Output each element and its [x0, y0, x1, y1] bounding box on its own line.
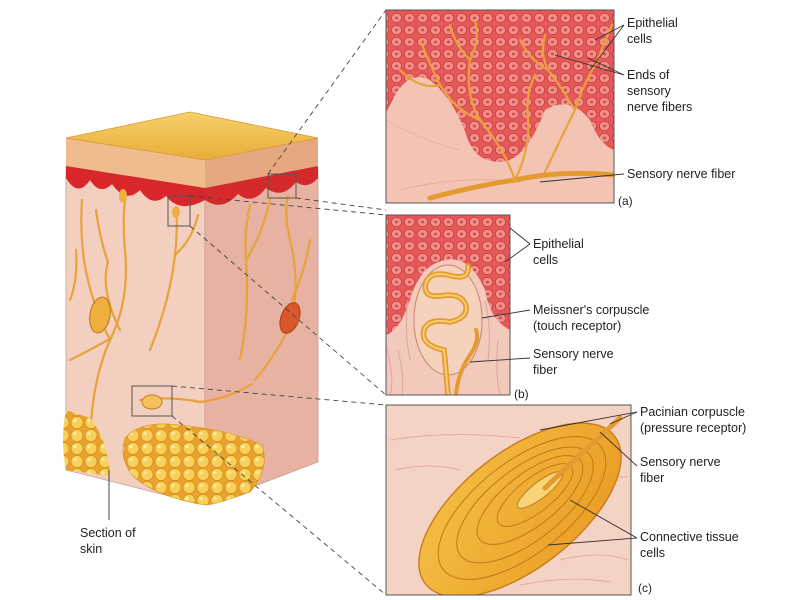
labels: Epithelial cells Ends of sensory nerve f…: [80, 16, 748, 595]
meissner-corpuscle-illustration: [386, 215, 510, 395]
label-panel-b-sensory-nerve: Sensory nerve fiber: [533, 347, 617, 377]
label-panel-a-epithelial: Epithelial cells: [627, 16, 681, 46]
zoom-box-b: [167, 195, 191, 227]
zoom-box-a: [267, 173, 297, 199]
projection-lines: [171, 9, 387, 596]
panel-b-tag: (b): [514, 387, 529, 401]
pacinian-corpuscle-illustration: [386, 405, 631, 595]
panel-a-tag: (a): [618, 194, 633, 208]
label-panel-b-epithelial: Epithelial cells: [533, 237, 587, 267]
panel-a-frame: [385, 9, 615, 204]
label-panel-c-sensory-nerve: Sensory nerve fiber: [640, 455, 724, 485]
free-nerve-endings-illustration: [386, 10, 614, 203]
label-panel-a-sensory-nerve: Sensory nerve fiber: [627, 167, 735, 181]
label-section-of-skin: Section of skin: [80, 526, 139, 556]
leader-lines: [108, 24, 638, 546]
panel-c-tag: (c): [638, 581, 652, 595]
label-panel-c-connective: Connective tissue cells: [640, 530, 742, 560]
panel-b-frame: [385, 214, 511, 396]
skin-section-illustration: [63, 111, 319, 506]
panel-c-frame: [385, 404, 632, 596]
label-panel-c-pacinian: Pacinian corpuscle (pressure receptor): [640, 405, 748, 435]
zoom-box-c: [131, 385, 173, 417]
label-panel-b-meissner: Meissner's corpuscle (touch receptor): [533, 303, 653, 333]
label-panel-a-ends: Ends of sensory nerve fibers: [627, 68, 692, 114]
